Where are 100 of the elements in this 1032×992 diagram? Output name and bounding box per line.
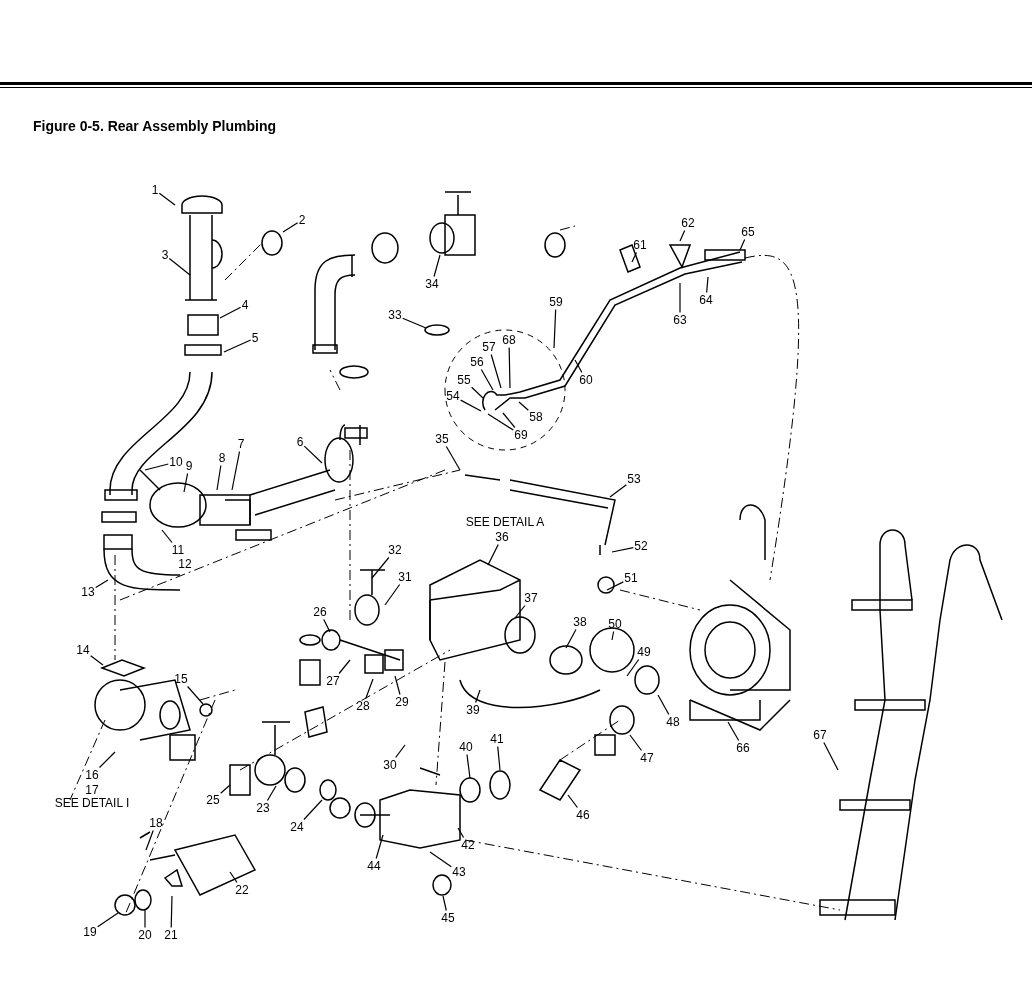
leader-line	[475, 689, 481, 704]
leader-line	[480, 368, 494, 391]
leader-line	[394, 675, 401, 696]
leader-line	[657, 694, 670, 716]
callout-number: 54	[446, 389, 460, 403]
leader-line	[567, 794, 578, 809]
callout-number: 15	[174, 672, 188, 686]
callout-number: 61	[633, 238, 647, 252]
callout-number: 34	[425, 277, 439, 291]
leader-line	[144, 463, 169, 471]
callout-number: 60	[579, 373, 593, 387]
callout-number: 37	[524, 591, 538, 605]
callout-number: 35	[435, 432, 449, 446]
callout-number: 31	[398, 570, 412, 584]
leader-line	[402, 317, 427, 329]
leader-line	[223, 339, 252, 353]
leader-line	[611, 630, 615, 641]
leader-line	[497, 745, 501, 771]
callout-number: 21	[164, 928, 178, 942]
callout-number: 13	[81, 585, 95, 599]
leader-line	[323, 618, 331, 633]
callout-number: 43	[452, 865, 466, 879]
callout-number: 33	[388, 308, 402, 322]
callout-number: 58	[529, 410, 543, 424]
leader-line	[303, 445, 323, 464]
callout-number: 32	[388, 543, 402, 557]
callout-number: 20	[138, 928, 152, 942]
leader-line	[574, 359, 583, 374]
leader-line	[518, 401, 529, 411]
leader-line	[219, 306, 242, 319]
callout-number: 57	[482, 340, 496, 354]
callout-number: 49	[637, 645, 651, 659]
leader-line	[365, 678, 374, 700]
leader-line	[429, 851, 452, 868]
callout-number: 65	[741, 225, 755, 239]
callout-number: 53	[627, 472, 641, 486]
callout-number: 17	[85, 783, 99, 797]
leader-line	[442, 895, 447, 912]
leader-line	[161, 529, 173, 544]
leader-line	[629, 734, 643, 752]
leader-line	[553, 308, 557, 349]
callout-number: 48	[666, 715, 680, 729]
detail-note: SEE DETAIL I	[54, 796, 130, 810]
leader-line	[97, 912, 119, 928]
callout-number: 51	[624, 571, 638, 585]
leader-line	[433, 254, 441, 278]
callout-number: 64	[699, 293, 713, 307]
leader-line	[502, 412, 516, 429]
leader-line	[823, 741, 839, 771]
leader-line	[471, 386, 484, 399]
leader-line	[95, 579, 109, 588]
callout-number: 23	[256, 801, 270, 815]
callout-number: 36	[495, 530, 509, 544]
callout-number: 68	[502, 333, 516, 347]
leader-line	[282, 222, 299, 233]
leader-line	[487, 543, 499, 566]
callout-number: 22	[235, 883, 249, 897]
callout-number: 47	[640, 751, 654, 765]
callout-number: 27	[326, 674, 340, 688]
callout-number: 45	[441, 911, 455, 925]
callout-number: 40	[459, 740, 473, 754]
leader-line	[144, 909, 146, 929]
callout-number: 3	[161, 248, 169, 262]
callout-number: 25	[206, 793, 220, 807]
leader-line	[460, 399, 482, 412]
callout-number: 69	[514, 428, 528, 442]
callout-number: 59	[549, 295, 563, 309]
callout-number: 18	[149, 816, 163, 830]
leader-line	[90, 655, 104, 666]
callout-number: 24	[290, 820, 304, 834]
leader-line	[611, 547, 634, 553]
leader-line	[158, 192, 176, 206]
leader-line	[631, 251, 638, 263]
leader-line	[231, 450, 241, 491]
callout-number: 38	[573, 615, 587, 629]
callout-number: 56	[470, 355, 484, 369]
callout-number: 14	[76, 643, 90, 657]
leader-line	[514, 604, 526, 619]
leader-line	[487, 413, 514, 431]
callout-number: 30	[383, 758, 397, 772]
leader-line	[609, 484, 627, 498]
callout-number: 12	[178, 557, 192, 571]
leader-line	[457, 827, 465, 839]
callout-number: 28	[356, 699, 370, 713]
leader-line	[338, 659, 351, 675]
leader-line	[375, 834, 384, 860]
leader-line	[229, 871, 238, 884]
callout-number: 10	[169, 455, 183, 469]
leader-line	[266, 785, 277, 802]
leader-line	[679, 229, 686, 242]
callout-number: 1	[151, 183, 159, 197]
leader-line	[727, 721, 740, 742]
leader-line	[187, 685, 204, 705]
leader-line	[384, 583, 401, 606]
callout-number: 19	[83, 925, 97, 939]
callout-number: 52	[634, 539, 648, 553]
callout-number: 5	[251, 331, 259, 345]
callout-number: 9	[185, 459, 193, 473]
leader-line	[466, 753, 471, 779]
callout-number: 29	[395, 695, 409, 709]
